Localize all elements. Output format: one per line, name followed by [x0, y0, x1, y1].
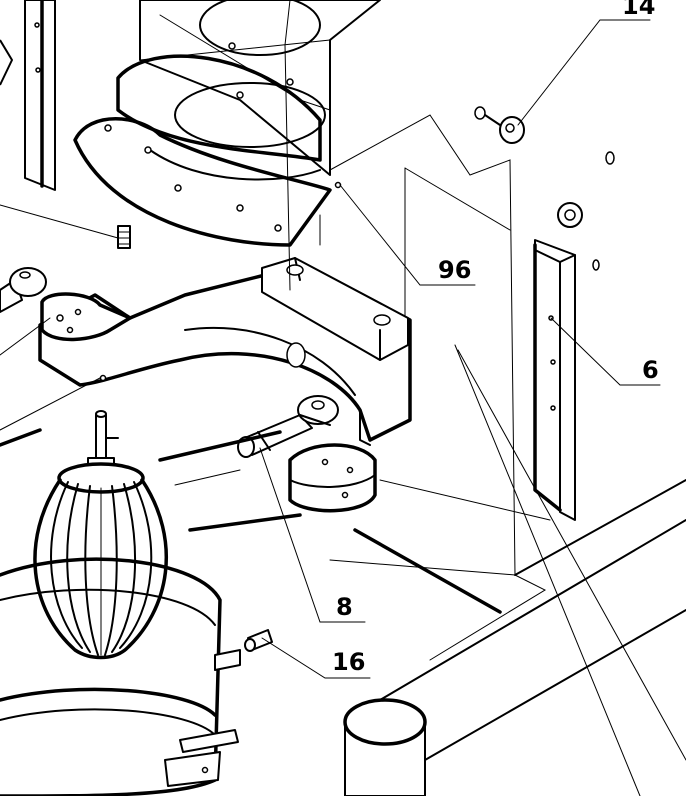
callout-8: 8 [336, 593, 353, 621]
pivot-pin [237, 395, 339, 458]
callout-6: 6 [642, 356, 659, 384]
right-vertical-strip [533, 239, 576, 521]
leader-lines [0, 0, 661, 679]
mixing-bowl [0, 557, 241, 796]
knob-part-14 [474, 106, 525, 144]
eye-bolt-left [0, 267, 47, 313]
callout-14: 14 [622, 0, 655, 20]
whisk [33, 410, 169, 660]
callout-16: 16 [332, 648, 365, 676]
pivot-arm-bracket [38, 257, 412, 513]
column-cylinder [343, 698, 427, 796]
callout-labels: 14 96 6 8 16 [332, 0, 659, 676]
small-fittings [557, 151, 615, 271]
bowl-guard-assembly [73, 0, 381, 247]
left-vertical-strip [0, 0, 56, 191]
base-edges [0, 428, 502, 614]
callout-96: 96 [438, 256, 471, 284]
frame-column [319, 114, 686, 796]
set-screw [244, 629, 273, 652]
screw [0, 204, 131, 249]
